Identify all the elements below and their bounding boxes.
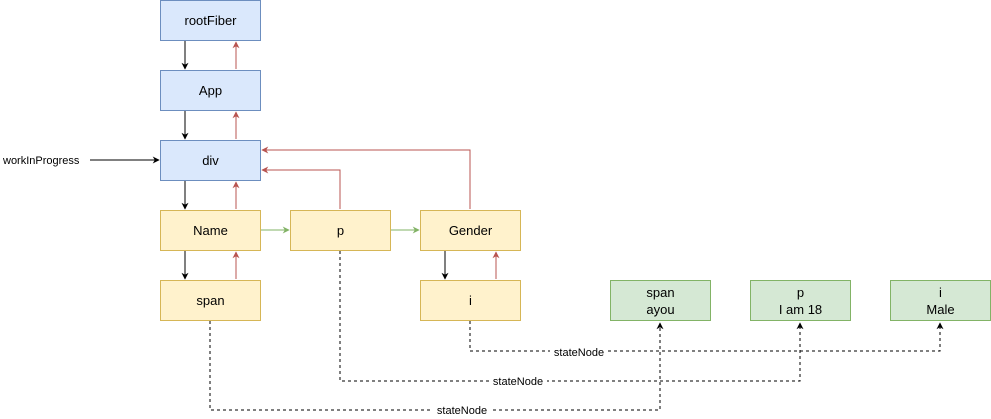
dom-node-i: i Male xyxy=(890,280,991,321)
node-rootfiber-label: rootFiber xyxy=(184,13,237,28)
state-node-label-i: stateNode xyxy=(554,347,604,359)
dom-node-span-text: ayou xyxy=(646,302,674,317)
state-node-label-bg-p xyxy=(489,375,547,387)
state-node-label-span: stateNode xyxy=(437,405,487,417)
dom-node-span-tag: span xyxy=(646,285,674,300)
state-node-edge-p xyxy=(339,251,804,382)
node-name-label: Name xyxy=(193,223,228,238)
node-div: div xyxy=(160,140,261,181)
work-in-progress-label: workInProgress xyxy=(2,155,80,167)
dom-node-span: span ayou xyxy=(610,280,711,321)
dom-node-i-text: Male xyxy=(926,302,954,317)
node-app-label: App xyxy=(199,83,222,98)
node-name: Name xyxy=(160,210,261,251)
return-edge-gender-div xyxy=(261,146,471,209)
node-i-label: i xyxy=(469,293,472,308)
node-span: span xyxy=(160,280,261,321)
node-gender-label: Gender xyxy=(449,223,493,238)
node-i: i xyxy=(420,280,521,321)
state-node-label-p: stateNode xyxy=(493,376,543,388)
node-app: App xyxy=(160,70,261,111)
dom-node-p: p I am 18 xyxy=(750,280,851,321)
state-node-edge-i xyxy=(469,321,944,352)
node-p: p xyxy=(290,210,391,251)
dom-node-i-tag: i xyxy=(939,285,942,300)
dom-node-p-text: I am 18 xyxy=(779,302,822,317)
node-p-label: p xyxy=(337,223,344,238)
node-rootfiber: rootFiber xyxy=(160,0,261,41)
state-node-edge-span xyxy=(209,321,664,411)
state-node-label-bg-span xyxy=(433,404,491,416)
return-edge-p-div xyxy=(261,166,341,209)
node-gender: Gender xyxy=(420,210,521,251)
state-node-label-bg-i xyxy=(550,346,608,358)
dom-node-p-tag: p xyxy=(797,285,804,300)
node-div-label: div xyxy=(202,153,219,168)
node-span-label: span xyxy=(196,293,224,308)
